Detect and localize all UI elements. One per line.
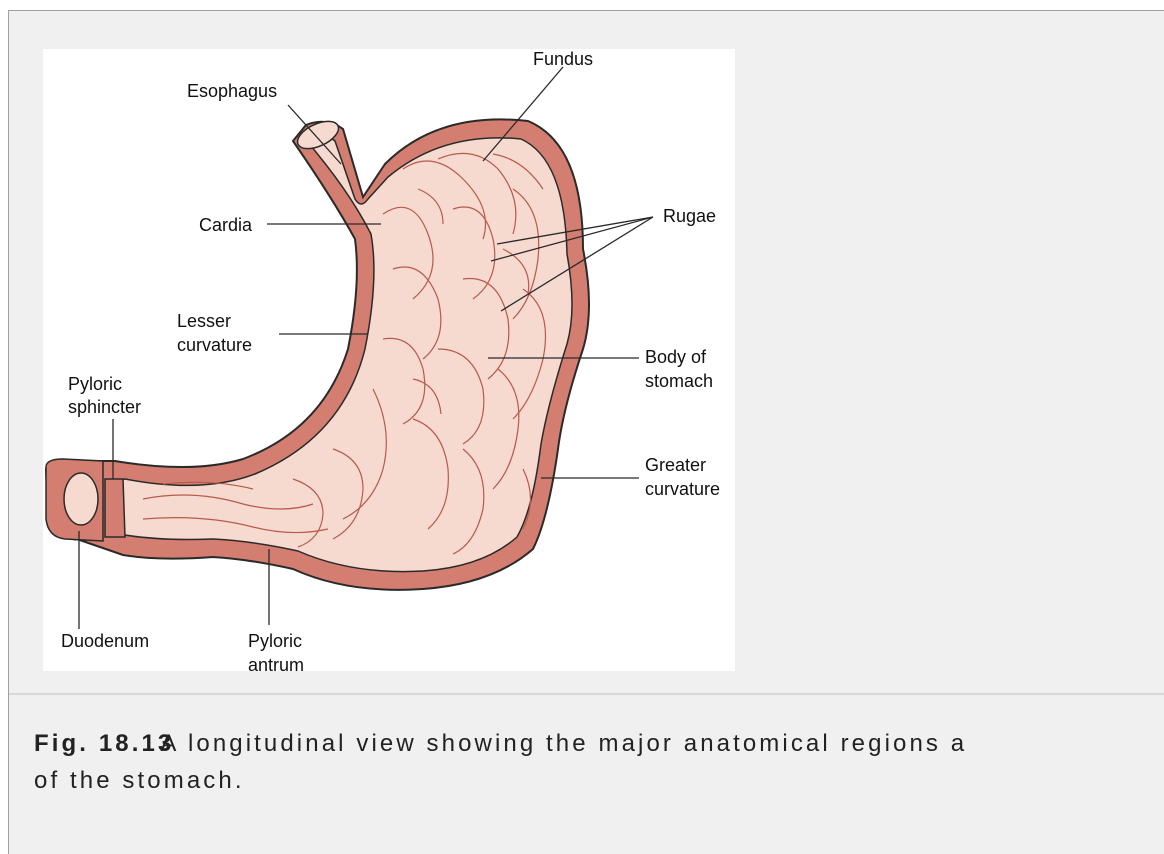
label-body-2: stomach bbox=[645, 371, 713, 391]
caption-number: Fig. 18.13 bbox=[34, 730, 174, 757]
label-duodenum: Duodenum bbox=[61, 631, 149, 651]
label-cardia: Cardia bbox=[199, 215, 253, 235]
label-body-1: Body of bbox=[645, 347, 707, 367]
caption-divider bbox=[9, 693, 1164, 695]
label-rugae: Rugae bbox=[663, 206, 716, 226]
stomach-diagram: Fundus Esophagus Rugae Cardia Lesser cur… bbox=[43, 49, 735, 671]
label-fundus: Fundus bbox=[533, 49, 593, 69]
caption-line-2: of the stomach. bbox=[34, 762, 1164, 799]
duodenum-opening bbox=[64, 473, 98, 525]
label-pyloric-antrum-2: antrum bbox=[248, 655, 304, 671]
label-pyloric-antrum-1: Pyloric bbox=[248, 631, 302, 651]
label-esophagus: Esophagus bbox=[187, 81, 277, 101]
label-lesser-curvature-2: curvature bbox=[177, 335, 252, 355]
label-greater-curvature-2: curvature bbox=[645, 479, 720, 499]
figure-caption: Fig. 18.13A longitudinal view showing th… bbox=[34, 725, 1164, 799]
caption-text-1: A longitudinal view showing the major an… bbox=[160, 730, 967, 757]
label-lesser-curvature-1: Lesser bbox=[177, 311, 231, 331]
label-pyloric-sphincter-1: Pyloric bbox=[68, 374, 122, 394]
label-greater-curvature-1: Greater bbox=[645, 455, 706, 475]
pyloric-sphincter bbox=[105, 479, 125, 537]
stomach-diagram-svg: Fundus Esophagus Rugae Cardia Lesser cur… bbox=[43, 49, 735, 671]
label-pyloric-sphincter-2: sphincter bbox=[68, 397, 141, 417]
caption-line-1: Fig. 18.13A longitudinal view showing th… bbox=[34, 725, 1164, 762]
